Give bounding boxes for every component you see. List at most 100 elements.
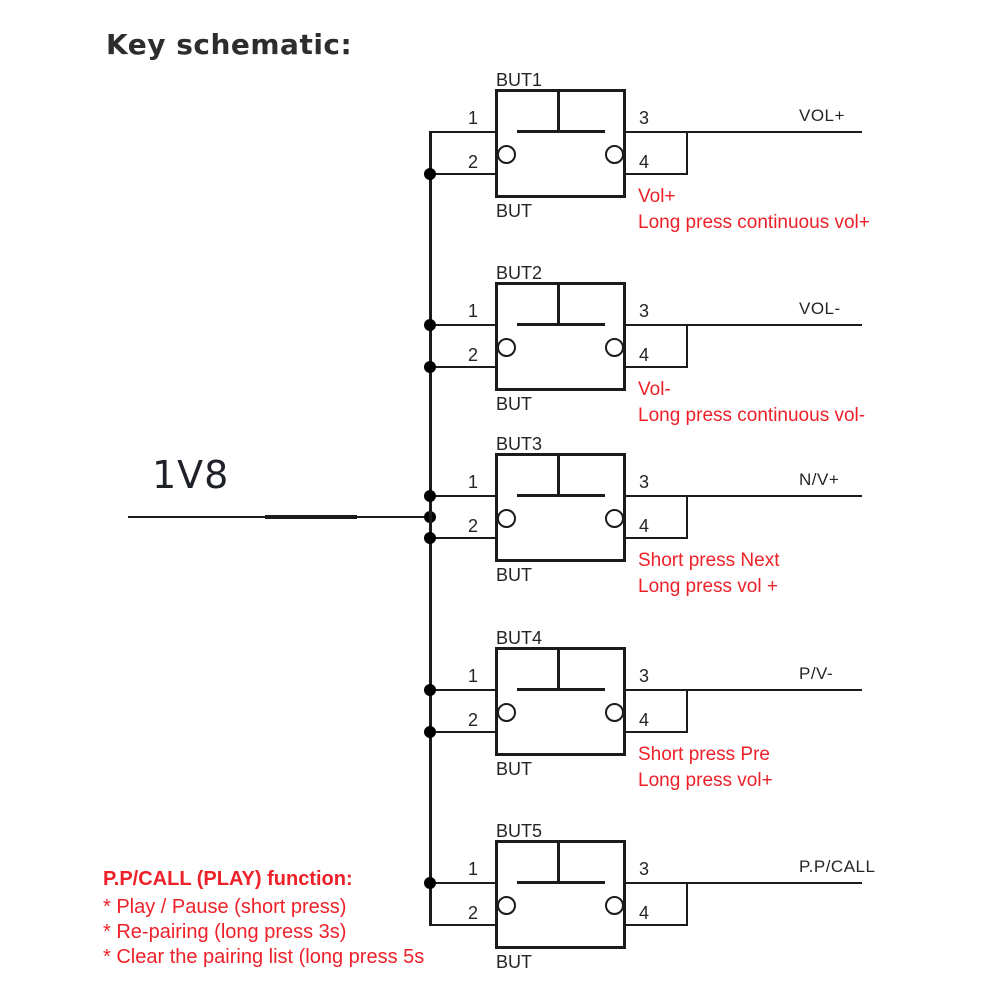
button-notes: Short press Next Long press vol + [638, 548, 780, 600]
contact-circle-right [605, 338, 624, 357]
pin1-wire [430, 882, 495, 884]
note-line-1: Short press Pre [638, 744, 770, 765]
pin4-number: 4 [639, 710, 650, 730]
junction-dot-pin1 [424, 684, 436, 696]
pin2-wire [430, 173, 495, 175]
note-line-2: Long press vol + [638, 576, 778, 597]
footer-note-item: * Re-pairing (long press 3s) [103, 921, 347, 943]
button-name-label: BUT1 [496, 70, 543, 90]
switch-body [495, 89, 626, 198]
contact-circle-right [605, 896, 624, 915]
button-name-label: BUT3 [496, 434, 543, 454]
button-package-label: BUT [496, 952, 532, 972]
output-signal-label: VOL+ [799, 106, 845, 125]
note-line-1: Vol- [638, 379, 671, 400]
switch-plunger-line [557, 453, 560, 495]
pin2-wire [430, 537, 495, 539]
pin2-number: 2 [468, 345, 479, 365]
output-signal-label: P.P/CALL [799, 857, 876, 876]
pin4-wire [626, 731, 688, 733]
switch-plunger-line [557, 89, 560, 131]
button-package-label: BUT [496, 201, 532, 221]
junction-dot-pin1 [424, 877, 436, 889]
switch-plunger-line [557, 282, 560, 324]
pin4-wire [626, 537, 688, 539]
pin2-wire [430, 924, 495, 926]
pin3-number: 3 [639, 472, 650, 492]
note-line-2: Long press vol+ [638, 770, 773, 791]
button-name-label: BUT4 [496, 628, 543, 648]
pin3-wire [626, 495, 862, 497]
pin4-number: 4 [639, 516, 650, 536]
pin3-pin4-bracket-wire [686, 689, 688, 733]
pin1-wire [430, 689, 495, 691]
pin3-pin4-bracket-wire [686, 882, 688, 926]
pin4-number: 4 [639, 345, 650, 365]
junction-dot-pin2 [424, 361, 436, 373]
switch-body [495, 453, 626, 562]
switch-plunger-line [557, 840, 560, 882]
pin3-wire [626, 324, 862, 326]
contact-circle-right [605, 145, 624, 164]
pin4-wire [626, 366, 688, 368]
switch-body [495, 647, 626, 756]
pin1-number: 1 [468, 108, 479, 128]
switch-actuator-bar [517, 323, 605, 326]
pin2-number: 2 [468, 710, 479, 730]
button-name-label: BUT2 [496, 263, 543, 283]
pin2-number: 2 [468, 516, 479, 536]
pin3-number: 3 [639, 301, 650, 321]
contact-circle-left [497, 896, 516, 915]
pin2-number: 2 [468, 903, 479, 923]
switch-actuator-bar [517, 494, 605, 497]
footer-note-item: * Play / Pause (short press) [103, 896, 347, 918]
pin2-wire [430, 731, 495, 733]
pin3-wire [626, 882, 862, 884]
button-name-label: BUT5 [496, 821, 543, 841]
footer-note-heading: P.P/CALL (PLAY) function: [103, 868, 353, 890]
switch-actuator-bar [517, 130, 605, 133]
pin1-number: 1 [468, 666, 479, 686]
switch-body [495, 840, 626, 949]
junction-dot-pin1 [424, 319, 436, 331]
junction-dot-pin2 [424, 532, 436, 544]
output-signal-label: N/V+ [799, 470, 840, 489]
footer-note: P.P/CALL (PLAY) function: * Play / Pause… [103, 867, 424, 970]
pin3-wire [626, 689, 862, 691]
button-package-label: BUT [496, 759, 532, 779]
note-line-1: Vol+ [638, 186, 676, 207]
pin3-number: 3 [639, 666, 650, 686]
output-signal-label: P/V- [799, 664, 834, 683]
contact-circle-left [497, 145, 516, 164]
contact-circle-left [497, 338, 516, 357]
pin1-number: 1 [468, 859, 479, 879]
supply-voltage-label: 1V8 [152, 453, 230, 497]
contact-circle-left [497, 509, 516, 528]
pin1-wire [430, 495, 495, 497]
button-package-label: BUT [496, 394, 532, 414]
contact-circle-right [605, 703, 624, 722]
footer-note-item: * Clear the pairing list (long press 5s [103, 946, 425, 968]
pin2-number: 2 [468, 152, 479, 172]
output-signal-label: VOL- [799, 299, 841, 318]
contact-circle-right [605, 509, 624, 528]
pin3-wire [626, 131, 862, 133]
pin2-wire [430, 366, 495, 368]
button-notes: Vol- Long press continuous vol- [638, 377, 865, 429]
junction-dot-pin2 [424, 168, 436, 180]
pin4-number: 4 [639, 152, 650, 172]
pin4-number: 4 [639, 903, 650, 923]
pin4-wire [626, 924, 688, 926]
supply-wire-thick-segment [265, 515, 357, 519]
pin1-wire [430, 131, 495, 133]
junction-dot-pin1 [424, 490, 436, 502]
button-notes: Short press Pre Long press vol+ [638, 742, 773, 794]
note-line-2: Long press continuous vol+ [638, 212, 870, 233]
pin3-pin4-bracket-wire [686, 495, 688, 539]
switch-actuator-bar [517, 688, 605, 691]
pin3-number: 3 [639, 108, 650, 128]
pin3-pin4-bracket-wire [686, 324, 688, 368]
pin3-pin4-bracket-wire [686, 131, 688, 175]
pin4-wire [626, 173, 688, 175]
